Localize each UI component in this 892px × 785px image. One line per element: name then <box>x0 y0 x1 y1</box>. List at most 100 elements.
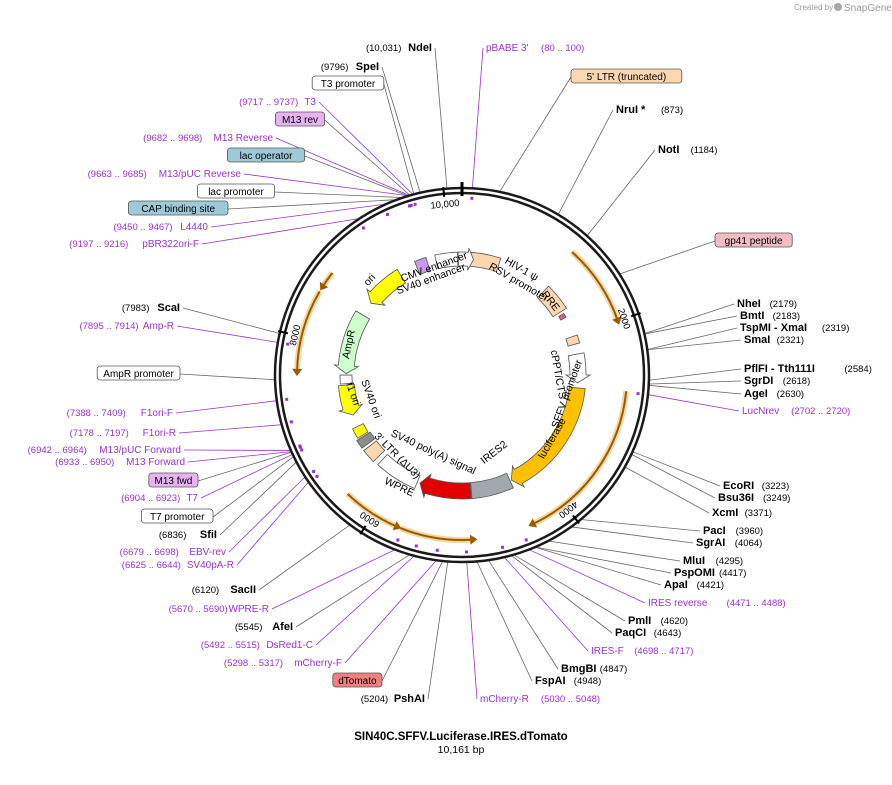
label-position: (3960) <box>736 526 763 537</box>
label-name: T7 <box>186 493 198 504</box>
label-sacii: SacII(6120) <box>192 584 256 596</box>
label-name: LucNrev <box>742 406 779 417</box>
label-name: F1ori-F <box>141 408 173 419</box>
label-wprer: WPRE-R(5670 .. 5690) <box>169 604 269 615</box>
leader-line <box>477 562 533 682</box>
label-position: (6904 .. 6923) <box>121 493 180 504</box>
plasmid-length: 10,161 bp <box>438 744 485 756</box>
label-name: XcmI <box>712 507 738 519</box>
orf-arrowhead <box>612 316 622 325</box>
label-name: M13 fwd <box>155 476 193 487</box>
leader-line <box>344 560 437 664</box>
label-m13fwd: M13 fwd <box>148 472 199 488</box>
label-name: SmaI <box>744 334 770 346</box>
orf-arc <box>399 527 475 541</box>
primer-site-mark <box>407 204 411 208</box>
label-name: Amp-R <box>143 321 174 332</box>
leader-line <box>472 47 484 188</box>
label-name: MluI <box>683 555 705 567</box>
leader-line <box>381 561 443 682</box>
orf-arrowhead <box>319 281 329 291</box>
label-position: (2702 .. 2720) <box>791 406 850 417</box>
leader-line <box>530 549 646 604</box>
created-by-text: Created by <box>794 3 833 12</box>
primer-site-mark <box>289 420 293 424</box>
tick-mark <box>277 330 289 335</box>
label-name: mCherry-F <box>294 658 342 669</box>
feature-gp41 <box>558 312 567 321</box>
primer-site-mark <box>286 342 290 346</box>
label-box <box>274 111 325 127</box>
leader-line <box>434 47 448 188</box>
label-iresrev: IRES reverse(4471 .. 4488) <box>648 598 786 609</box>
leader-line <box>236 482 309 566</box>
outer-labels: NdeI(10,031)SpeI(9796)T3 promoterT3(9717… <box>28 42 872 705</box>
label-position: (5204) <box>361 694 388 705</box>
label-position: (2183) <box>773 311 800 322</box>
label-pmli: PmlI(4620) <box>628 615 688 627</box>
label-mcherryf: mCherry-F (5298 .. 5317) <box>224 658 342 669</box>
label-position: (7983) <box>122 303 149 314</box>
label-xcmi: XcmI(3371) <box>712 507 772 519</box>
label-position: (5298 .. 5317) <box>224 658 283 669</box>
label-nrui: NruI *(873) <box>616 104 683 116</box>
label-position: (80 .. 100) <box>541 43 584 54</box>
label-position: (9796) <box>321 62 348 73</box>
label-name: M13 Reverse <box>214 133 274 144</box>
primer-site-mark <box>315 474 319 478</box>
label-name: SV40pA-R <box>187 560 234 571</box>
leader-line <box>228 477 305 553</box>
label-t7: T7 (6904 .. 6923) <box>121 493 198 504</box>
label-t3prom: T3 promoter <box>311 75 385 91</box>
label-position: (4698 .. 4717) <box>634 646 693 657</box>
label-lacop: lac operator <box>226 147 305 163</box>
label-position: (4417) <box>719 568 746 579</box>
label-tspmi: TspMI - XmaI(2319) <box>740 322 849 334</box>
label-position: (10,031) <box>366 43 401 54</box>
feature-sffv <box>564 352 592 384</box>
label-position: (4620) <box>661 616 688 627</box>
label-psptomi: PspOMI(4417) <box>674 567 746 579</box>
leader-line <box>536 547 662 586</box>
leader-line <box>271 549 395 610</box>
branding: Created by SnapGene <box>794 3 892 14</box>
leader-line <box>227 199 394 210</box>
leader-line <box>649 385 742 395</box>
label-position: (5492 .. 5515) <box>201 640 260 651</box>
feature-ires <box>470 472 514 500</box>
leader-line <box>243 173 407 196</box>
leader-line <box>182 307 279 334</box>
label-lacprom: lac promoter <box>196 183 275 199</box>
label-box <box>570 68 683 84</box>
feature-sv40ori <box>352 423 369 439</box>
leader-line <box>558 109 614 214</box>
label-name: EBV-rev <box>189 547 226 558</box>
leader-line <box>383 83 414 194</box>
label-name: NruI * <box>616 104 646 116</box>
label-name: mCherry-R <box>480 694 529 705</box>
snapgene-logo-icon <box>834 3 842 11</box>
label-bmgbi: BmgBI(4847) <box>561 663 627 675</box>
label-name: SacII <box>230 584 256 596</box>
label-f1orif: F1ori-F(7388 .. 7409) <box>67 408 173 419</box>
leader-line <box>324 119 410 195</box>
label-name: M13/pUC Reverse <box>159 169 242 180</box>
label-pflfi: PflFI - Tth111I(2584) <box>744 363 872 375</box>
primer-site-mark <box>396 538 400 542</box>
backbone-outer-strand <box>273 186 651 564</box>
leader-line <box>178 424 281 434</box>
label-paqci: PaqCI(4643) <box>615 627 681 639</box>
leader-line <box>466 562 478 700</box>
label-sfii: SfiI(6836) <box>159 529 217 541</box>
label-position: (3223) <box>762 481 789 492</box>
label-ecori: EcoRI(3223) <box>723 480 789 492</box>
feature-sv40pa <box>356 431 376 449</box>
label-name: IRES reverse <box>648 598 708 609</box>
primer-site-mark <box>298 445 302 449</box>
orf-arrowhead <box>528 518 538 528</box>
leader-line <box>625 467 710 514</box>
label-position: (7895 .. 7914) <box>79 321 138 332</box>
label-ampr_primer: Amp-R (7895 .. 7914) <box>79 321 174 332</box>
label-agei: AgeI(2630) <box>744 388 804 400</box>
